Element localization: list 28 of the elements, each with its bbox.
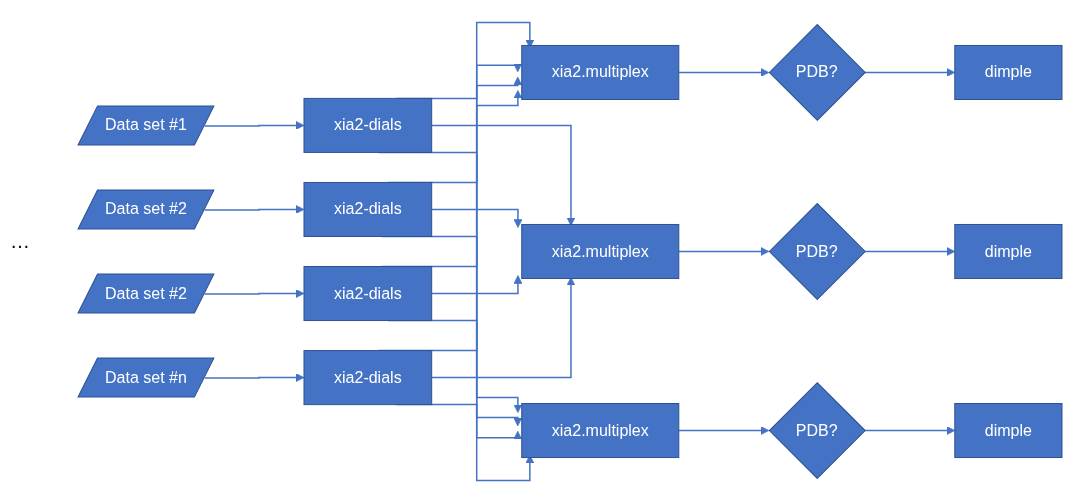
node-box: xia2-dials	[303, 181, 433, 237]
node-box: dimple	[954, 224, 1063, 279]
arrow	[863, 426, 956, 435]
node-box: xia2.multiplex	[521, 224, 680, 279]
ellipsis-note: …	[10, 230, 30, 253]
arrow	[203, 121, 305, 130]
node-diamond: PDB?	[768, 382, 866, 479]
node-box: xia2-dials	[303, 97, 433, 153]
node-diamond: PDB?	[768, 203, 866, 300]
arrow	[203, 289, 305, 298]
arrow	[430, 208, 523, 228]
arrow	[430, 275, 523, 295]
node-box: xia2.multiplex	[521, 403, 680, 459]
node-diamond: PDB?	[768, 24, 866, 121]
arrow	[863, 247, 956, 256]
node-box: dimple	[954, 44, 1063, 100]
arrow	[678, 426, 770, 435]
arrow	[863, 68, 956, 77]
arrow	[430, 124, 576, 227]
arrow	[430, 277, 576, 379]
arrow	[203, 205, 305, 214]
arrow	[678, 247, 770, 256]
node-box: xia2-dials	[303, 266, 433, 322]
arrow	[678, 68, 770, 77]
arrow	[203, 373, 305, 382]
node-box: xia2.multiplex	[521, 44, 680, 100]
node-box: dimple	[954, 403, 1063, 459]
node-box: xia2-dials	[303, 350, 433, 406]
